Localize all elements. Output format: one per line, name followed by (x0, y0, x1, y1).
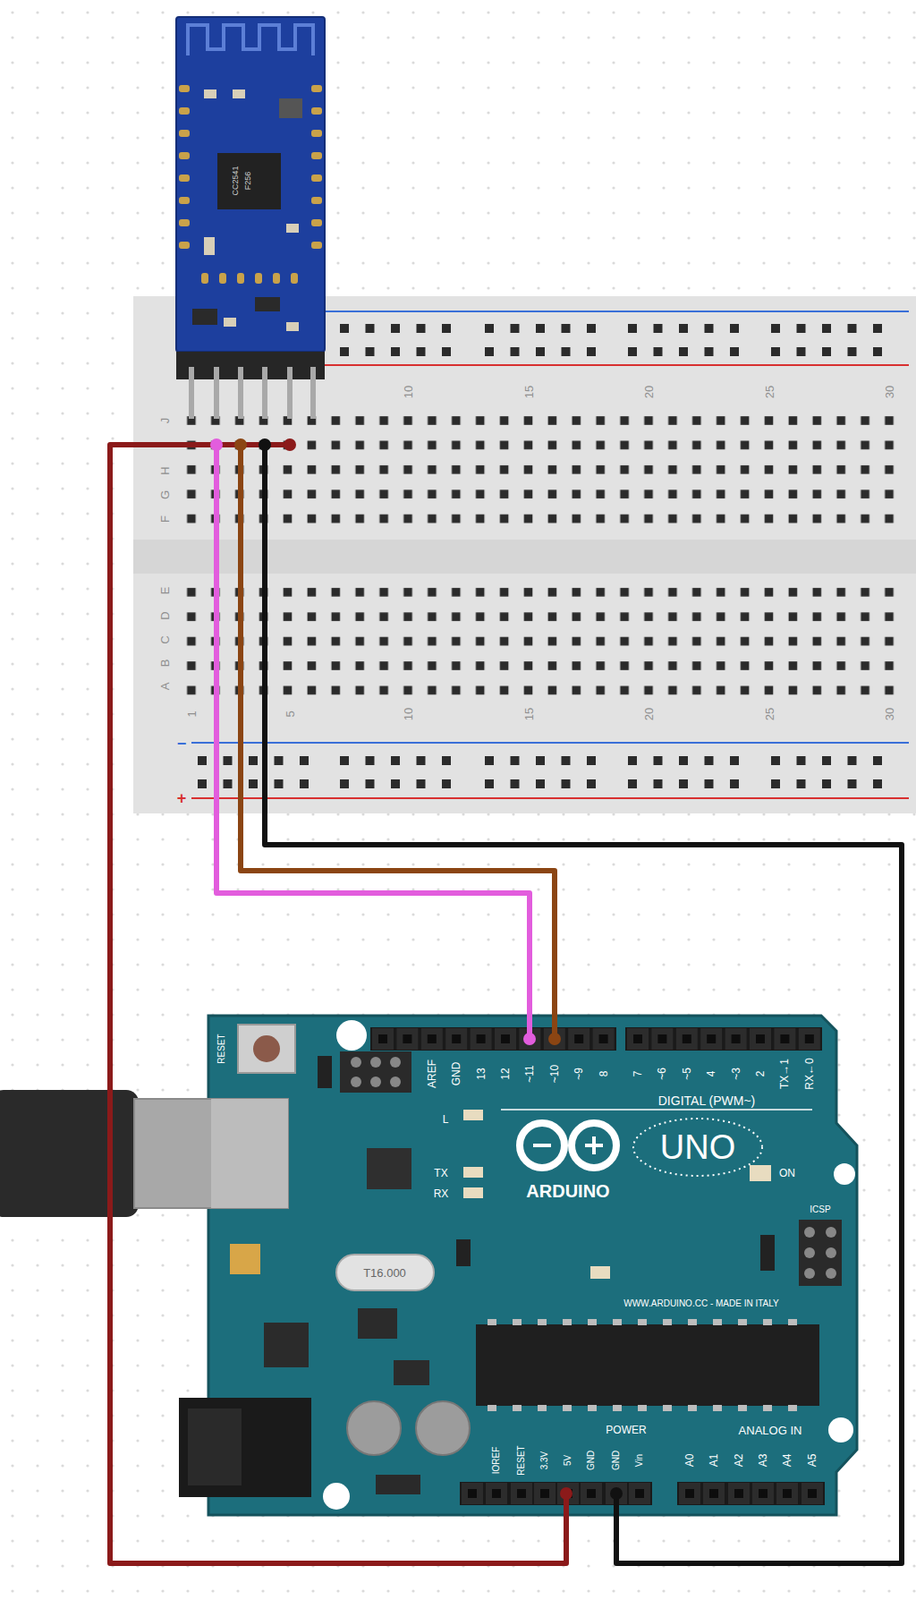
row-letter: D (159, 610, 171, 620)
pin-label: ~5 (681, 1067, 693, 1080)
row-letter: J (159, 417, 171, 425)
led-label: L (442, 1113, 450, 1125)
pin-label: 3.3V (540, 1450, 550, 1470)
pin-label: ~10 (549, 1064, 560, 1083)
pin-label: 7 (632, 1070, 644, 1078)
led-label: RX (433, 1187, 450, 1199)
pin-label: RESET (517, 1444, 526, 1475)
pin-label: Vin (635, 1453, 645, 1467)
rail-sign: + (177, 789, 187, 806)
pin-label: ~3 (730, 1067, 742, 1080)
chip-marking: CC2541 (231, 165, 240, 196)
board-url: WWW.ARDUINO.CC - MADE IN ITALY (623, 1298, 780, 1308)
chip-marking: F256 (244, 171, 253, 191)
pin-label: 12 (500, 1067, 511, 1079)
pin-label: A3 (757, 1453, 769, 1468)
row-letter: G (159, 490, 171, 500)
usb-cable (0, 1089, 289, 1217)
header-title: ANALOG IN (738, 1424, 803, 1436)
row-letter: B (159, 659, 171, 668)
led-label: ON (779, 1167, 796, 1179)
pin-label: RX←0 (804, 1057, 815, 1089)
column-number: 30 (883, 707, 896, 721)
board-model: UNO (660, 1129, 736, 1164)
pin-label: 2 (754, 1070, 766, 1078)
row-letter: C (159, 635, 171, 644)
rail-sign: − (177, 735, 187, 752)
header-title: DIGITAL (PWM~) (658, 1094, 756, 1107)
pin-label: 8 (598, 1070, 610, 1078)
pin-label: 4 (705, 1070, 717, 1078)
pin-label: A1 (708, 1453, 720, 1468)
pin-label: 5V (563, 1454, 573, 1466)
pin-label: ~11 (524, 1064, 535, 1082)
pin-label: A0 (684, 1453, 696, 1468)
column-number: 15 (523, 385, 535, 399)
pin-label: A4 (781, 1453, 793, 1468)
crystal-marking: T16.000 (363, 1266, 407, 1279)
pin-label: GND (611, 1450, 621, 1470)
arduino-board (134, 1015, 857, 1515)
row-letter: H (159, 466, 171, 475)
column-number: 25 (763, 707, 776, 721)
brand-name: ARDUINO (525, 1181, 610, 1200)
column-number: 10 (402, 707, 415, 721)
header-title: POWER (605, 1424, 646, 1435)
column-number: 1 (186, 710, 198, 717)
pin-label: GND (450, 1061, 462, 1086)
wire-gnd (264, 444, 902, 1563)
column-number: 10 (402, 385, 415, 399)
pin-label: 13 (475, 1067, 487, 1079)
pin-label: A2 (733, 1453, 745, 1468)
row-letter: F (159, 515, 171, 523)
breadboard (133, 296, 916, 814)
pin-label: GND (586, 1450, 596, 1470)
button-label: RESET (217, 1033, 227, 1063)
column-number: 20 (643, 385, 655, 399)
bluetooth-module (176, 16, 325, 419)
wire-5v (110, 444, 567, 1563)
pin-label: AREF (426, 1059, 438, 1088)
column-number: 15 (523, 707, 535, 721)
led-label: TX (433, 1167, 448, 1179)
pin-label: A5 (806, 1453, 818, 1468)
column-number: 5 (284, 710, 297, 717)
pin-label: ~6 (656, 1067, 668, 1080)
row-letter: A (159, 682, 171, 691)
wires (110, 438, 902, 1563)
column-number: 20 (643, 707, 655, 721)
column-number: 30 (883, 385, 896, 399)
pin-label: ~9 (573, 1067, 585, 1080)
header-title: ICSP (809, 1204, 831, 1214)
column-number: 25 (763, 385, 776, 399)
row-letter: E (159, 586, 171, 595)
wire-pin-10 (240, 444, 555, 1041)
pin-label: TX→1 (779, 1058, 790, 1089)
pin-label: IOREF (491, 1446, 501, 1475)
